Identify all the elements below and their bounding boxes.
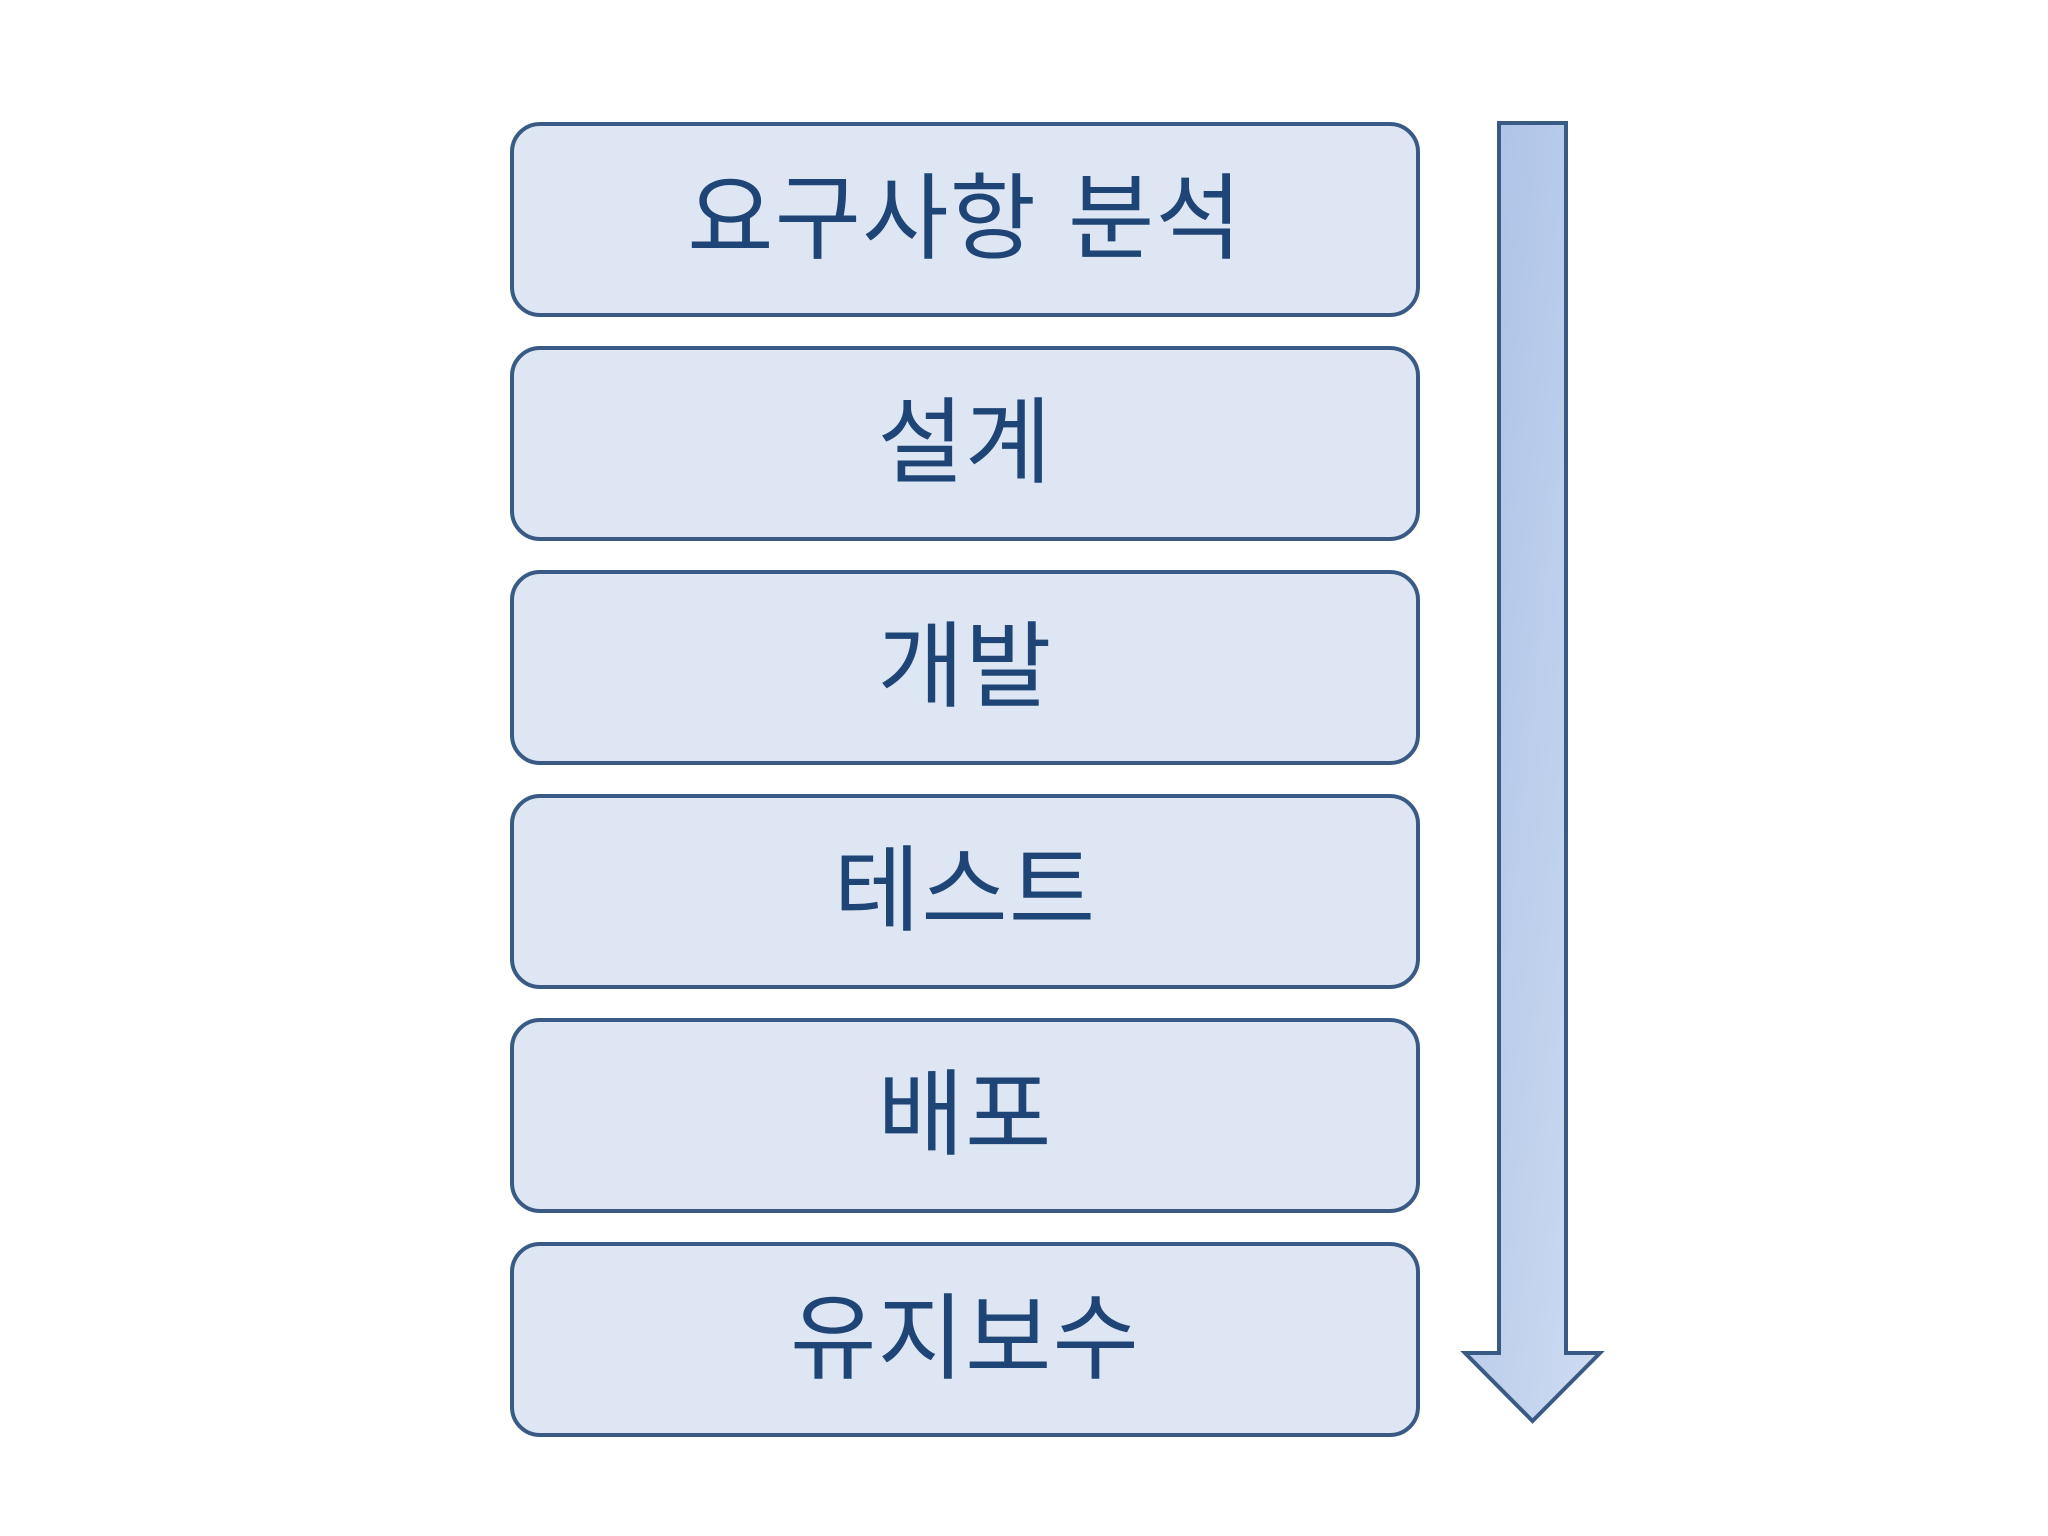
step-label-maintenance: 유지보수 (790, 1284, 1140, 1394)
process-flow-arrow (1460, 121, 1605, 1424)
step-box-testing: 테스트 (510, 794, 1420, 989)
step-box-development: 개발 (510, 570, 1420, 765)
step-box-deployment: 배포 (510, 1018, 1420, 1213)
down-arrow-icon (1460, 121, 1605, 1424)
step-label-requirements-analysis: 요구사항 분석 (687, 164, 1243, 274)
step-label-testing: 테스트 (833, 836, 1097, 946)
step-box-design: 설계 (510, 346, 1420, 541)
step-box-requirements-analysis: 요구사항 분석 (510, 122, 1420, 317)
step-box-maintenance: 유지보수 (510, 1242, 1420, 1437)
step-label-deployment: 배포 (877, 1060, 1053, 1170)
step-label-development: 개발 (877, 612, 1053, 722)
step-label-design: 설계 (877, 388, 1053, 498)
